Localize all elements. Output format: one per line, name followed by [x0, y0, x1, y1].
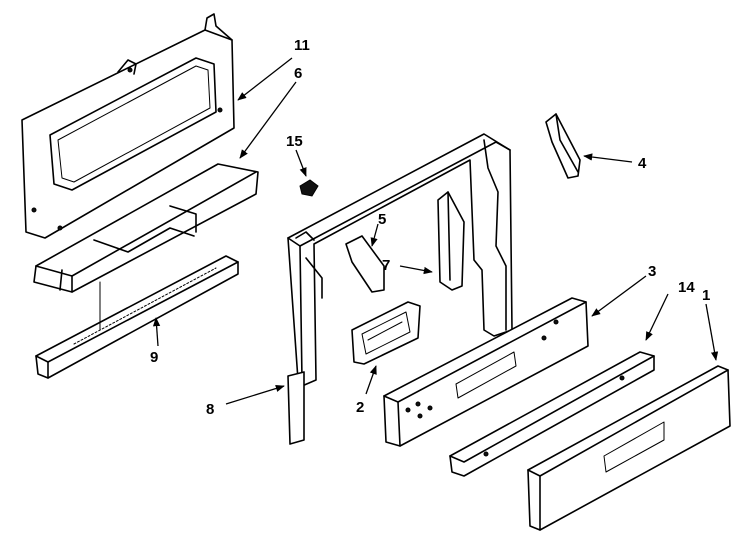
callout-6: 6 — [294, 65, 302, 82]
leader-lines — [152, 57, 719, 405]
callout-5: 5 — [378, 211, 386, 228]
callout-7: 7 — [382, 257, 390, 274]
callout-11: 11 — [294, 37, 310, 54]
part-8-console-frame — [287, 133, 513, 445]
callout-3: 3 — [648, 263, 656, 280]
part-7-bracket — [437, 191, 465, 291]
callout-9: 9 — [150, 349, 158, 366]
part-9-vented-rail — [35, 255, 239, 379]
callout-1: 1 — [702, 287, 710, 304]
callout-2: 2 — [356, 399, 364, 416]
callout-14: 14 — [678, 279, 695, 296]
callout-8: 8 — [206, 401, 214, 418]
part-5-trim — [345, 235, 385, 293]
part-14-backing-strip — [449, 351, 655, 477]
part-3-control-panel — [383, 297, 589, 447]
part-6-channel-brace — [33, 163, 259, 293]
part-11-rear-panel — [21, 13, 235, 239]
callout-15: 15 — [286, 133, 303, 150]
part-2-display-module — [351, 301, 421, 365]
part-1-front-panel — [527, 365, 731, 531]
part-15-clip — [299, 179, 319, 197]
callout-labels: 11 6 15 4 5 7 3 14 1 2 8 9 — [150, 37, 710, 418]
callout-4: 4 — [638, 155, 647, 172]
part-4-end-cap — [545, 113, 581, 179]
